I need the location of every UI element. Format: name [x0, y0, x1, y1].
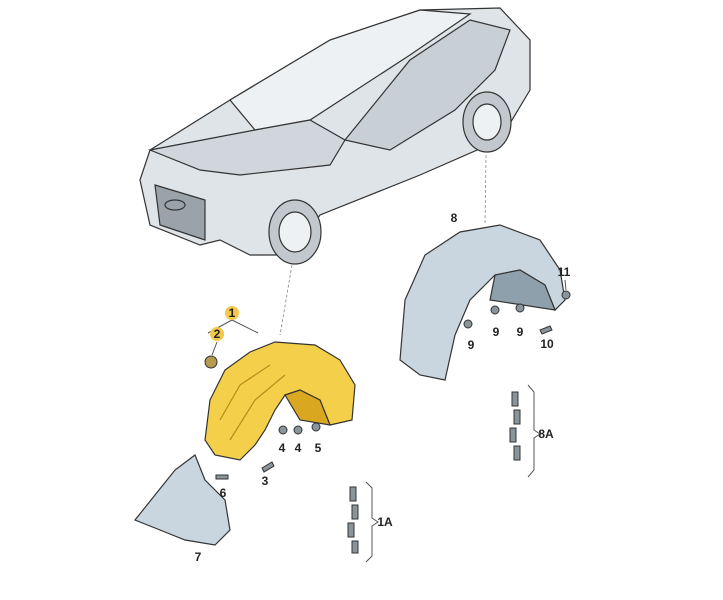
callout-4a: 4 — [278, 441, 286, 455]
leader-lines — [279, 154, 487, 336]
splash-shield — [134, 454, 231, 546]
fasteners — [204, 290, 571, 554]
callout-2: 2 — [210, 327, 224, 341]
callout-1: 1 — [225, 306, 239, 320]
callout-8A: 8A — [538, 427, 554, 441]
callout-1A: 1A — [377, 515, 393, 529]
callout-5: 5 — [314, 441, 322, 455]
callout-7: 7 — [194, 550, 202, 564]
callout-3: 3 — [261, 474, 269, 488]
fastener-kit-8A — [509, 391, 521, 461]
car-illustration — [139, 7, 531, 265]
callout-9a: 9 — [467, 338, 475, 352]
callout-9c: 9 — [516, 325, 524, 339]
callout-11: 11 — [557, 265, 571, 279]
callout-9b: 9 — [492, 325, 500, 339]
callout-10: 10 — [540, 337, 554, 351]
callout-8: 8 — [450, 211, 458, 225]
callout-6: 6 — [219, 486, 227, 500]
callout-4b: 4 — [294, 441, 302, 455]
front-wheel-housing-liner — [204, 341, 356, 461]
rear-wheel-housing-liner — [399, 224, 566, 381]
fastener-kit-1A — [347, 486, 359, 554]
